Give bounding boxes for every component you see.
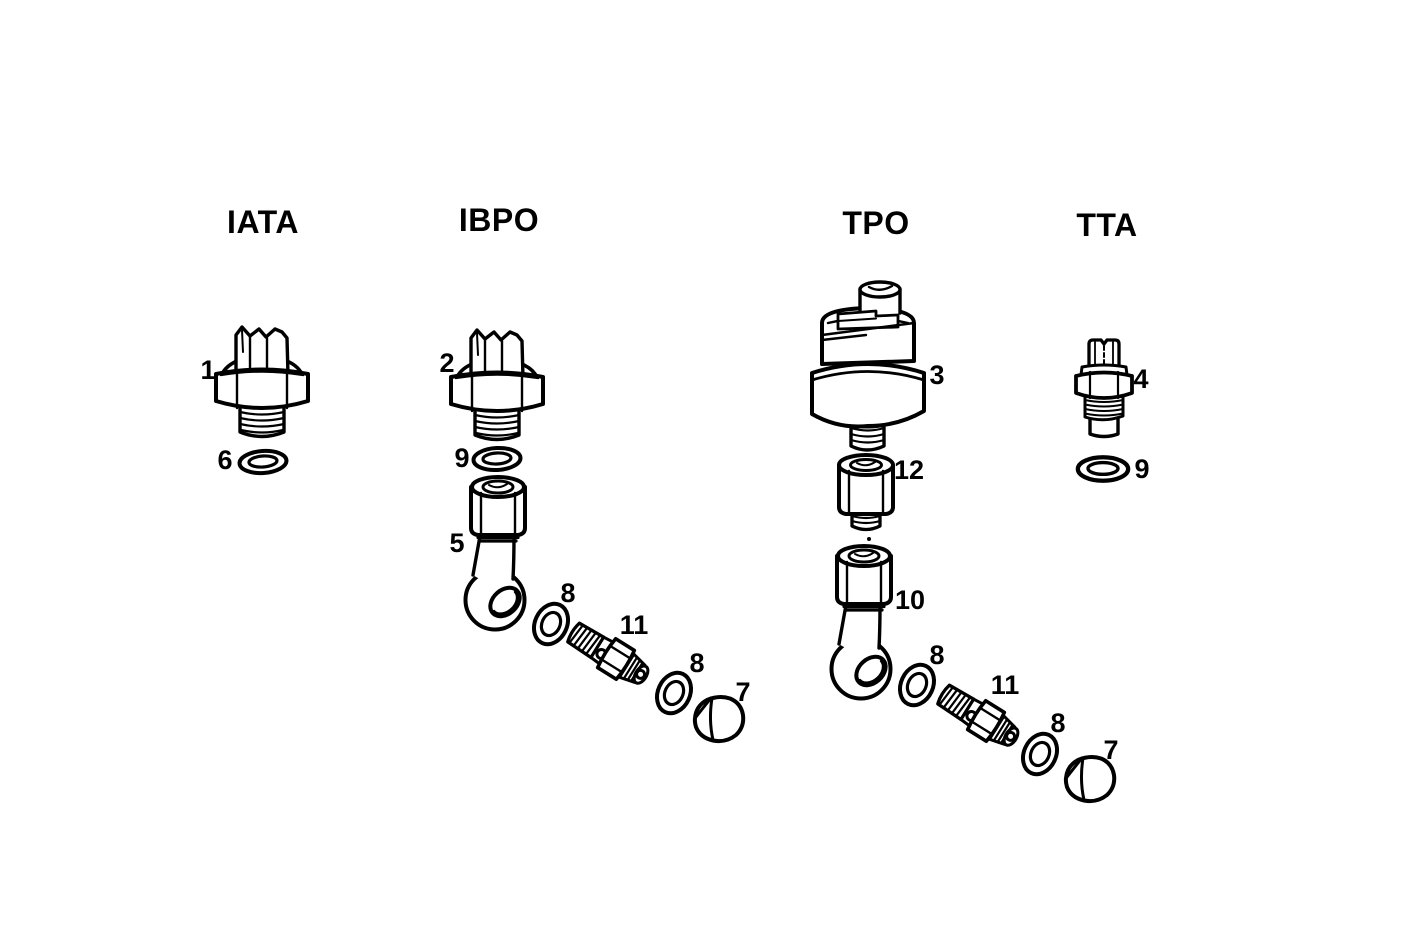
callout-7: 7 <box>1103 735 1118 765</box>
callout-11: 11 <box>620 610 649 640</box>
callout-7: 7 <box>735 677 750 707</box>
column-ibpo: IBPO 2 9 5 8 11 8 7 <box>439 202 751 744</box>
callout-9: 9 <box>1134 454 1149 484</box>
callout-8: 8 <box>689 648 704 678</box>
callout-8: 8 <box>929 640 944 670</box>
part-4-temp-sensor <box>1074 338 1134 439</box>
callout-2: 2 <box>439 348 454 378</box>
part-9-seal-washer <box>1078 457 1128 481</box>
callout-8: 8 <box>560 578 575 608</box>
part-2-pressure-switch <box>449 328 545 442</box>
callout-5: 5 <box>449 528 464 558</box>
part-5-banjo-union <box>463 475 528 632</box>
header-tpo: TPO <box>842 205 909 241</box>
part-6-seal-washer <box>236 447 290 477</box>
stud-threads <box>849 426 886 444</box>
callout-1: 1 <box>200 355 215 385</box>
lower-drum-rim <box>810 370 926 382</box>
sender-top-stub <box>858 280 902 317</box>
callout-12: 12 <box>894 455 924 485</box>
callout-9: 9 <box>454 443 469 473</box>
callout-4: 4 <box>1133 364 1148 394</box>
sender-tab <box>836 309 900 331</box>
stub-swirl <box>867 284 894 291</box>
callout-6: 6 <box>217 445 232 475</box>
lower-drum-outline <box>810 362 926 429</box>
tab-slot <box>837 317 877 322</box>
header-tta: TTA <box>1076 207 1137 243</box>
header-iata: IATA <box>227 204 299 240</box>
part-3-pressure-sender <box>810 280 926 452</box>
header-ibpo: IBPO <box>459 202 539 238</box>
column-tpo: TPO <box>810 205 1119 804</box>
part-12-adapter <box>837 453 895 532</box>
callout-10: 10 <box>895 585 925 615</box>
part-1-pressure-switch <box>214 325 310 439</box>
sender-lower-drum <box>810 362 926 429</box>
callout-8: 8 <box>1050 708 1065 738</box>
column-iata: IATA 1 6 <box>200 204 310 477</box>
callout-3: 3 <box>929 360 944 390</box>
column-tta: TTA 4 9 <box>1074 207 1150 484</box>
part-9-seal-washer <box>473 447 521 471</box>
part-10-banjo-union <box>829 544 894 701</box>
sender-grooves <box>820 321 916 342</box>
alignment-dot <box>867 537 871 541</box>
callout-11: 11 <box>991 670 1020 700</box>
